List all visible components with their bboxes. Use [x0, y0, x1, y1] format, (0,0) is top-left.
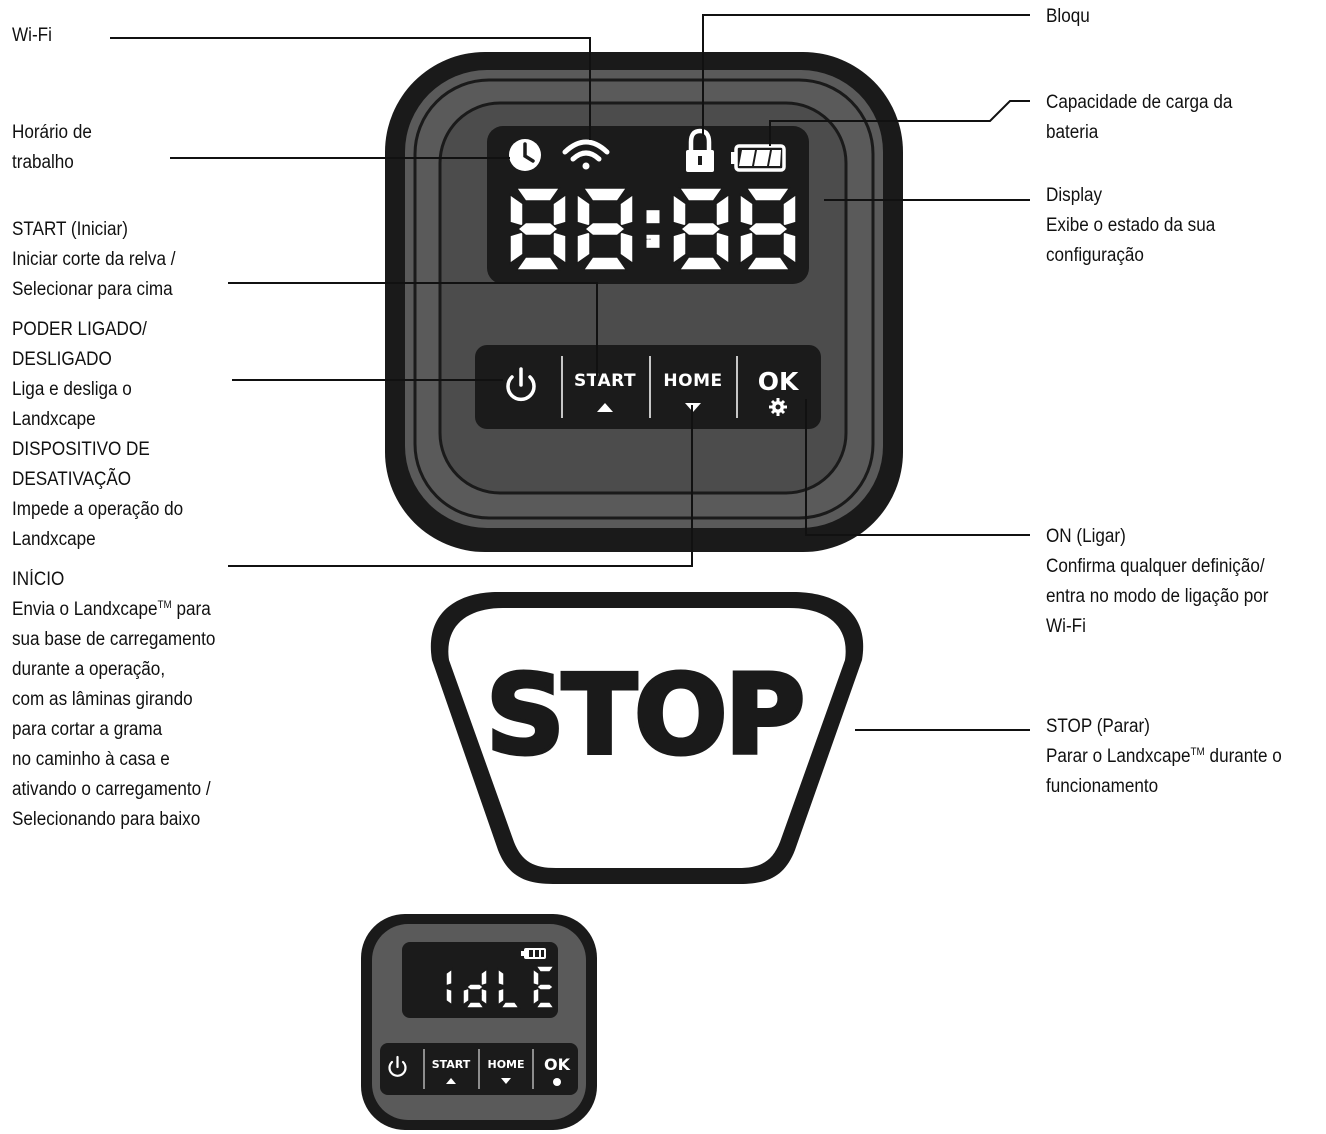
start-button[interactable]: START: [574, 371, 636, 412]
digit-segment-c: [445, 987, 453, 1007]
label-lock: Bloqu: [1046, 6, 1090, 27]
digit-segment-e: [509, 230, 524, 265]
digit-segment-c: [782, 230, 797, 265]
digit-segment-c: [715, 230, 730, 265]
gear-icon: [769, 398, 787, 416]
digit-segment-d: [745, 256, 791, 271]
display-readout-text: 88:88: [645, 239, 651, 241]
label-wifi: Wi-Fi: [12, 25, 52, 46]
wifi-icon: [562, 139, 610, 170]
digit-segment-d: [499, 1001, 521, 1009]
digit-segment-c: [552, 230, 567, 265]
label-work-schedule: Horário de trabalho: [12, 122, 92, 173]
digit-segment-a: [745, 187, 791, 202]
label-display: Display Exibe o estado da sua configuraç…: [1046, 185, 1216, 266]
digit-segment-a: [534, 965, 556, 973]
digit-segment-c: [480, 987, 488, 1007]
colon-dot: [646, 210, 660, 224]
label-home: INÍCIO Envia o LandxcapeTM para sua base…: [12, 569, 216, 830]
label-ok: ON (Ligar) Confirma qualquer definição/ …: [1046, 526, 1269, 637]
digit-segment-a: [582, 187, 628, 202]
digit-segment-e: [576, 230, 591, 265]
small-start-label: START: [432, 1058, 471, 1071]
label-home-lead: Envia o LandxcapeTM para: [12, 599, 211, 620]
small-home-button[interactable]: HOME: [487, 1058, 525, 1084]
start-button-label: START: [574, 371, 636, 391]
colon-dot: [646, 234, 660, 248]
label-stop: STOP (Parar) Parar o LandxcapeTM durante…: [1046, 716, 1282, 797]
leader-ok: [805, 399, 1030, 536]
digit-segment-e: [532, 987, 540, 1007]
digit-segment-g: [516, 221, 560, 237]
small-arrow-down-icon: [501, 1078, 511, 1084]
label-start: START (Iniciar) Iniciar corte da relva /…: [12, 219, 176, 300]
small-gear-icon: [553, 1078, 561, 1086]
digit-segment-d: [464, 1001, 486, 1009]
digit-segment-f: [497, 967, 505, 987]
label-power: PODER LIGADO/ DESLIGADO Liga e desliga o…: [12, 319, 184, 550]
leader-wifi: [110, 37, 591, 140]
home-button-label: HOME: [663, 371, 722, 391]
arrow-up-icon: [597, 403, 613, 412]
small-start-button[interactable]: START: [432, 1058, 471, 1084]
leader-battery: [769, 100, 1030, 146]
digit-segment-b: [445, 967, 453, 987]
stop-button[interactable]: STOP: [430, 592, 864, 884]
small-power-button[interactable]: [388, 1055, 407, 1077]
digit-segment-g: [465, 983, 485, 991]
small-control-panel: IdLE START HOME OK: [361, 914, 597, 1130]
digit-segment-g: [746, 221, 790, 237]
digit-segment-e: [739, 230, 754, 265]
small-ok-label: OK: [544, 1055, 571, 1074]
digit-segment-d: [515, 256, 561, 271]
small-ok-button[interactable]: OK: [544, 1055, 571, 1086]
stop-button-label: STOP: [486, 651, 802, 779]
main-control-panel: 88:88 START HOME OK: [385, 52, 903, 552]
small-battery-icon: [521, 948, 546, 959]
power-icon: [506, 367, 536, 402]
small-display-readout-text: IdLE: [478, 994, 483, 996]
digit-segment-d: [582, 256, 628, 271]
label-stop-lead: Parar o LandxcapeTM durante o: [1046, 746, 1282, 767]
digit-segment-g: [583, 221, 627, 237]
digit-segment-d: [678, 256, 724, 271]
digit-segment-e: [672, 230, 687, 265]
digit-segment-g: [679, 221, 723, 237]
ok-button-label: OK: [758, 367, 800, 396]
leader-home: [228, 405, 693, 567]
digit-segment-c: [619, 230, 634, 265]
small-seven-segment-display: [445, 965, 556, 1009]
small-home-label: HOME: [487, 1058, 524, 1071]
small-power-icon: [388, 1055, 407, 1077]
digit-segment-e: [497, 987, 505, 1007]
leader-start: [228, 282, 598, 376]
lock-icon: [686, 128, 714, 172]
power-button[interactable]: [506, 367, 536, 402]
battery-icon: [731, 144, 786, 172]
ok-button[interactable]: OK: [758, 367, 800, 416]
clock-icon: [509, 139, 541, 171]
digit-segment-a: [678, 187, 724, 202]
label-battery: Capacidade de carga da bateria: [1046, 92, 1233, 143]
leader-lines: [110, 14, 1030, 731]
seven-segment-display: [509, 187, 797, 271]
small-display-screen: [402, 942, 558, 1018]
digit-segment-a: [515, 187, 561, 202]
digit-segment-e: [462, 987, 470, 1007]
small-arrow-up-icon: [446, 1078, 456, 1084]
digit-segment-d: [534, 1001, 556, 1009]
leader-lock: [702, 14, 1030, 136]
digit-segment-g: [535, 983, 555, 991]
